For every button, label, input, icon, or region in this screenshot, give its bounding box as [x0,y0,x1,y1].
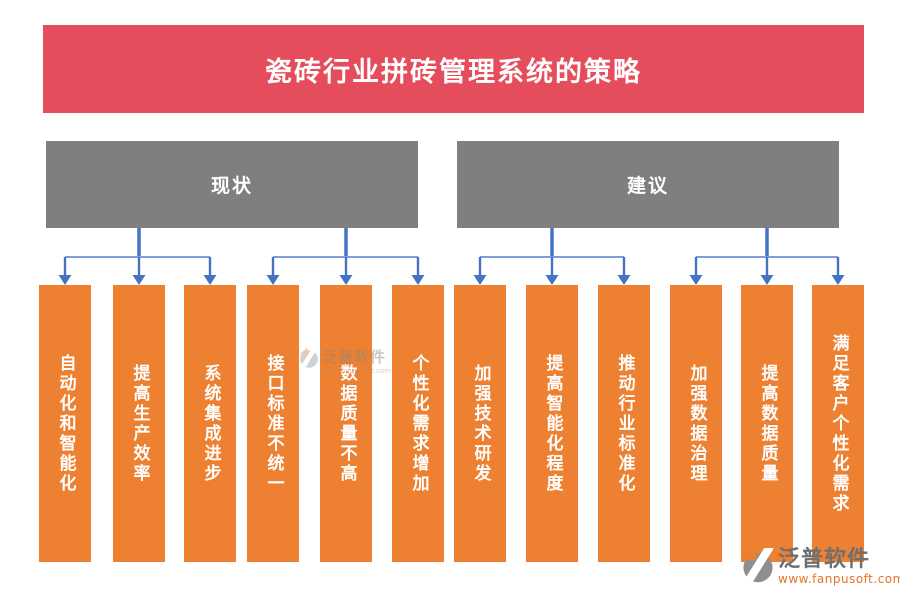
strategy-bar-label: 加强数据治理 [686,363,707,484]
strategy-bar: 提高智能化程度 [526,285,578,562]
header-box-suggestions: 建议 [457,141,839,228]
title-bar: 瓷砖行业拼砖管理系统的策略 [43,25,864,113]
strategy-bar-label: 系统集成进步 [200,363,221,484]
strategy-bar: 满足客户个性化需求 [812,285,864,562]
strategy-bar-label: 接口标准不统一 [263,353,284,494]
watermark-brand: 泛普软件 [778,547,871,572]
arrowhead [831,275,845,285]
strategy-bar: 提高数据质量 [741,285,793,562]
strategy-bar: 推动行业标准化 [598,285,650,562]
strategy-bar-label: 提高生产效率 [129,363,150,484]
header-box-current-status: 现状 [46,141,418,228]
arrowhead [473,275,487,285]
arrowhead [617,275,631,285]
arrowhead [760,275,774,285]
strategy-bar-label: 提高数据质量 [757,363,778,484]
page-title: 瓷砖行业拼砖管理系统的策略 [265,56,642,88]
arrowhead [411,275,425,285]
strategy-bar-label: 推动行业标准化 [614,353,635,494]
header-label-current-status: 现状 [210,175,253,197]
watermark-bottom-right: 泛普软件 www.fanpusoft.com [742,547,900,587]
fanpu-logo-icon [742,548,774,586]
strategy-bar: 系统集成进步 [184,285,236,562]
arrowhead [203,275,217,285]
strategy-bar: 加强技术研发 [454,285,506,562]
strategy-bar-label: 提高智能化程度 [542,353,563,494]
strategy-bar-label: 满足客户个性化需求 [828,333,849,514]
arrowhead [266,275,280,285]
arrowhead [545,275,559,285]
strategy-bar: 提高生产效率 [113,285,165,562]
watermark-url: www.fanpusoft.com [778,572,900,587]
strategy-bar: 个性化需求增加 [392,285,444,562]
strategy-bar-label: 自动化和智能化 [55,353,76,494]
strategy-bar: 接口标准不统一 [247,285,299,562]
arrowhead [689,275,703,285]
header-label-suggestions: 建议 [626,175,669,197]
strategy-bar: 数据质量不高 [320,285,372,562]
strategy-bar-label: 数据质量不高 [336,363,357,484]
arrowhead [339,275,353,285]
strategy-bar-label: 个性化需求增加 [408,353,429,494]
strategy-bar: 自动化和智能化 [39,285,91,562]
arrowhead [132,275,146,285]
strategy-bar-label: 加强技术研发 [470,363,491,484]
strategy-bar: 加强数据治理 [670,285,722,562]
arrowhead [58,275,72,285]
